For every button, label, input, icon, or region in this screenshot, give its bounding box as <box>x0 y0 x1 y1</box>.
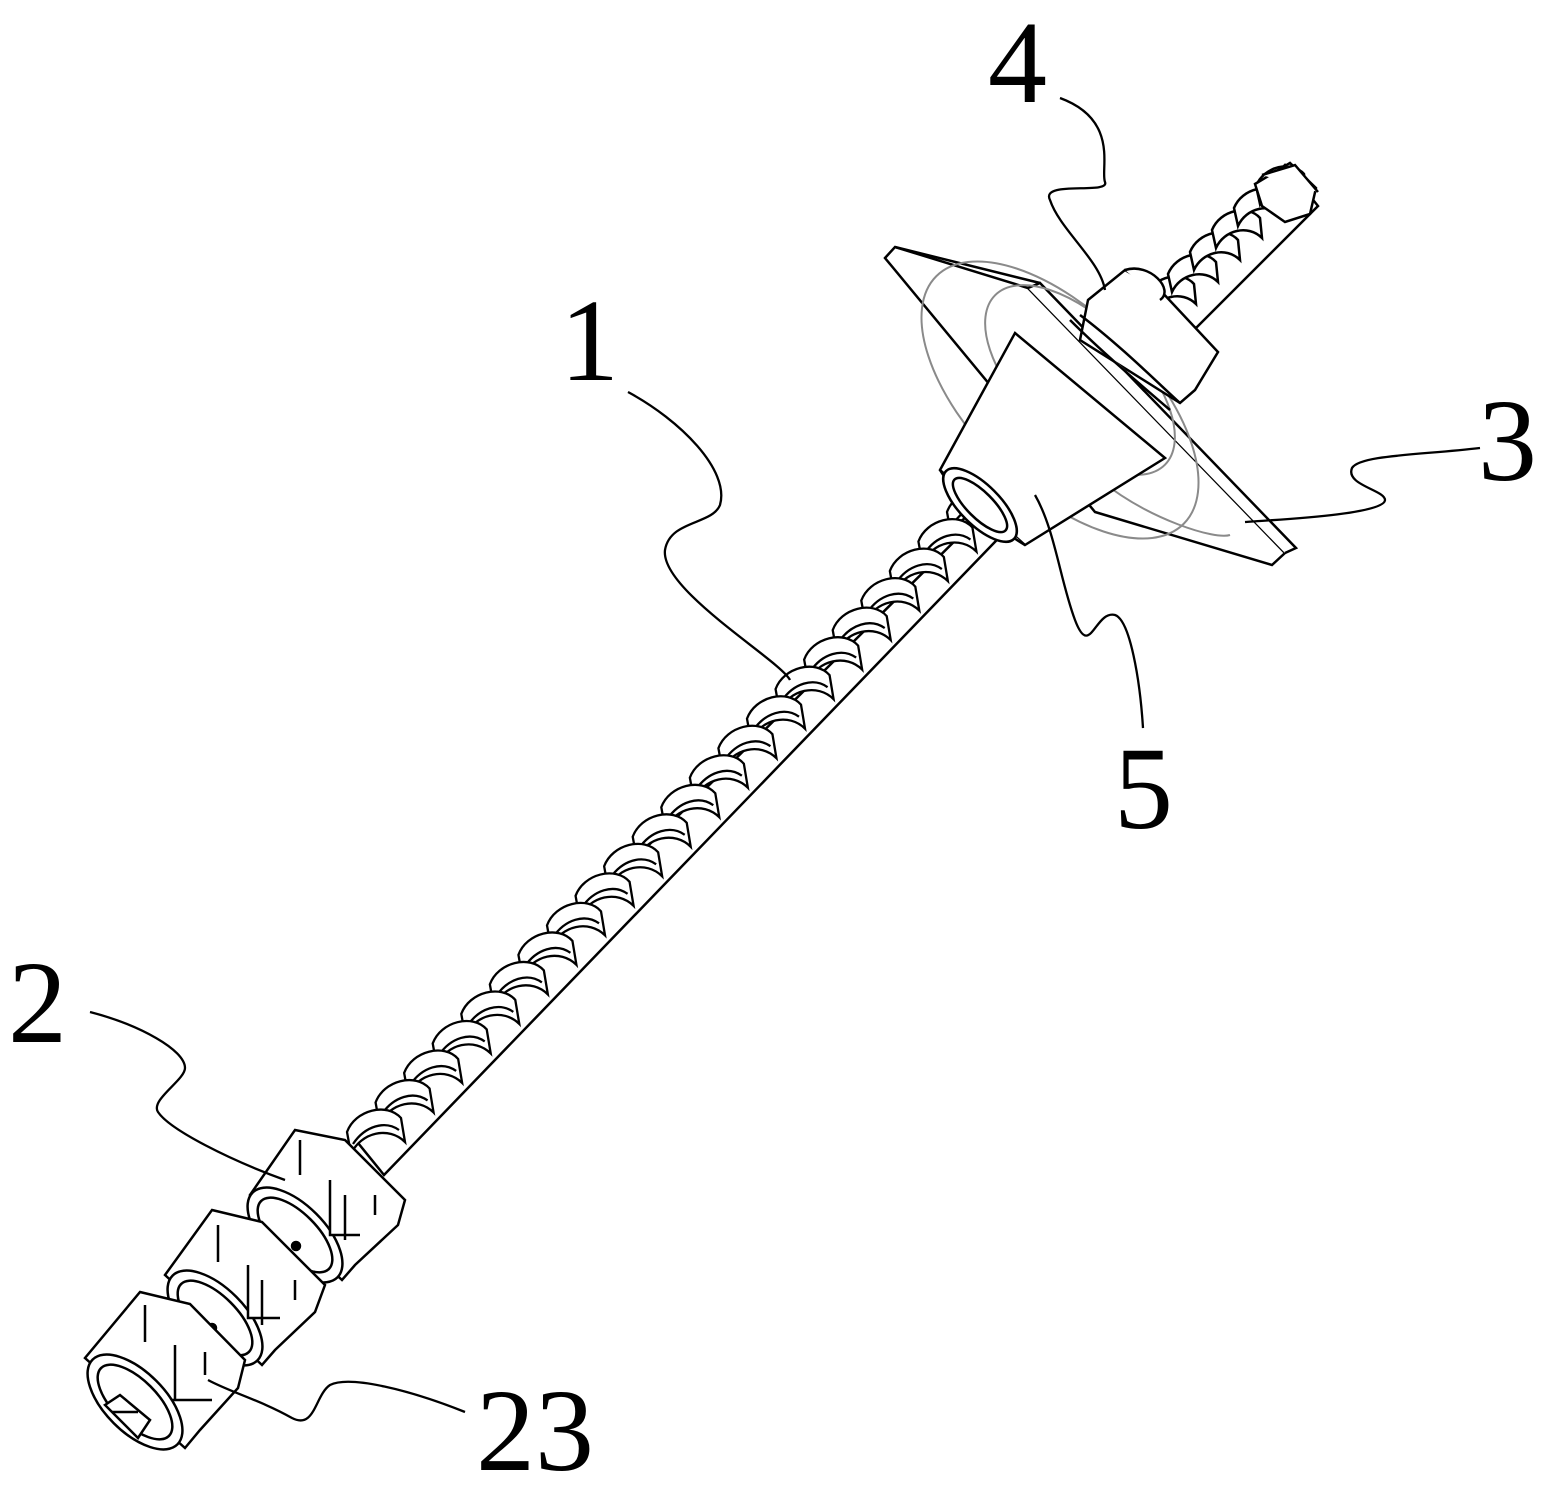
anchor-sleeve-assembly <box>83 1128 407 1451</box>
leader-2 <box>89 1010 286 1182</box>
upper-rod-end <box>1144 161 1320 330</box>
label-4: 4 <box>988 0 1047 128</box>
thread-ridge <box>1210 209 1264 252</box>
leader-23 <box>207 1378 466 1422</box>
thread-ridge <box>1166 253 1220 296</box>
leader-1 <box>627 390 792 681</box>
leader-lines <box>89 96 1481 1422</box>
leader-4 <box>1047 96 1107 291</box>
sleeve-middle <box>163 1208 327 1367</box>
conical-seat <box>938 331 1168 547</box>
label-2: 2 <box>8 937 67 1068</box>
label-23: 23 <box>476 1365 594 1496</box>
leader-5 <box>1034 494 1145 729</box>
thread-ridge <box>345 1108 407 1158</box>
rod-thread-ridges <box>345 488 1007 1158</box>
label-5: 5 <box>1114 723 1173 854</box>
thread-ridge <box>1188 231 1242 274</box>
label-1: 1 <box>560 275 619 406</box>
leader-3 <box>1244 446 1481 524</box>
label-3: 3 <box>1478 375 1537 506</box>
thread-ridge-edge <box>352 1124 400 1145</box>
nut <box>1069 267 1220 411</box>
end-sleeve <box>83 1290 247 1451</box>
